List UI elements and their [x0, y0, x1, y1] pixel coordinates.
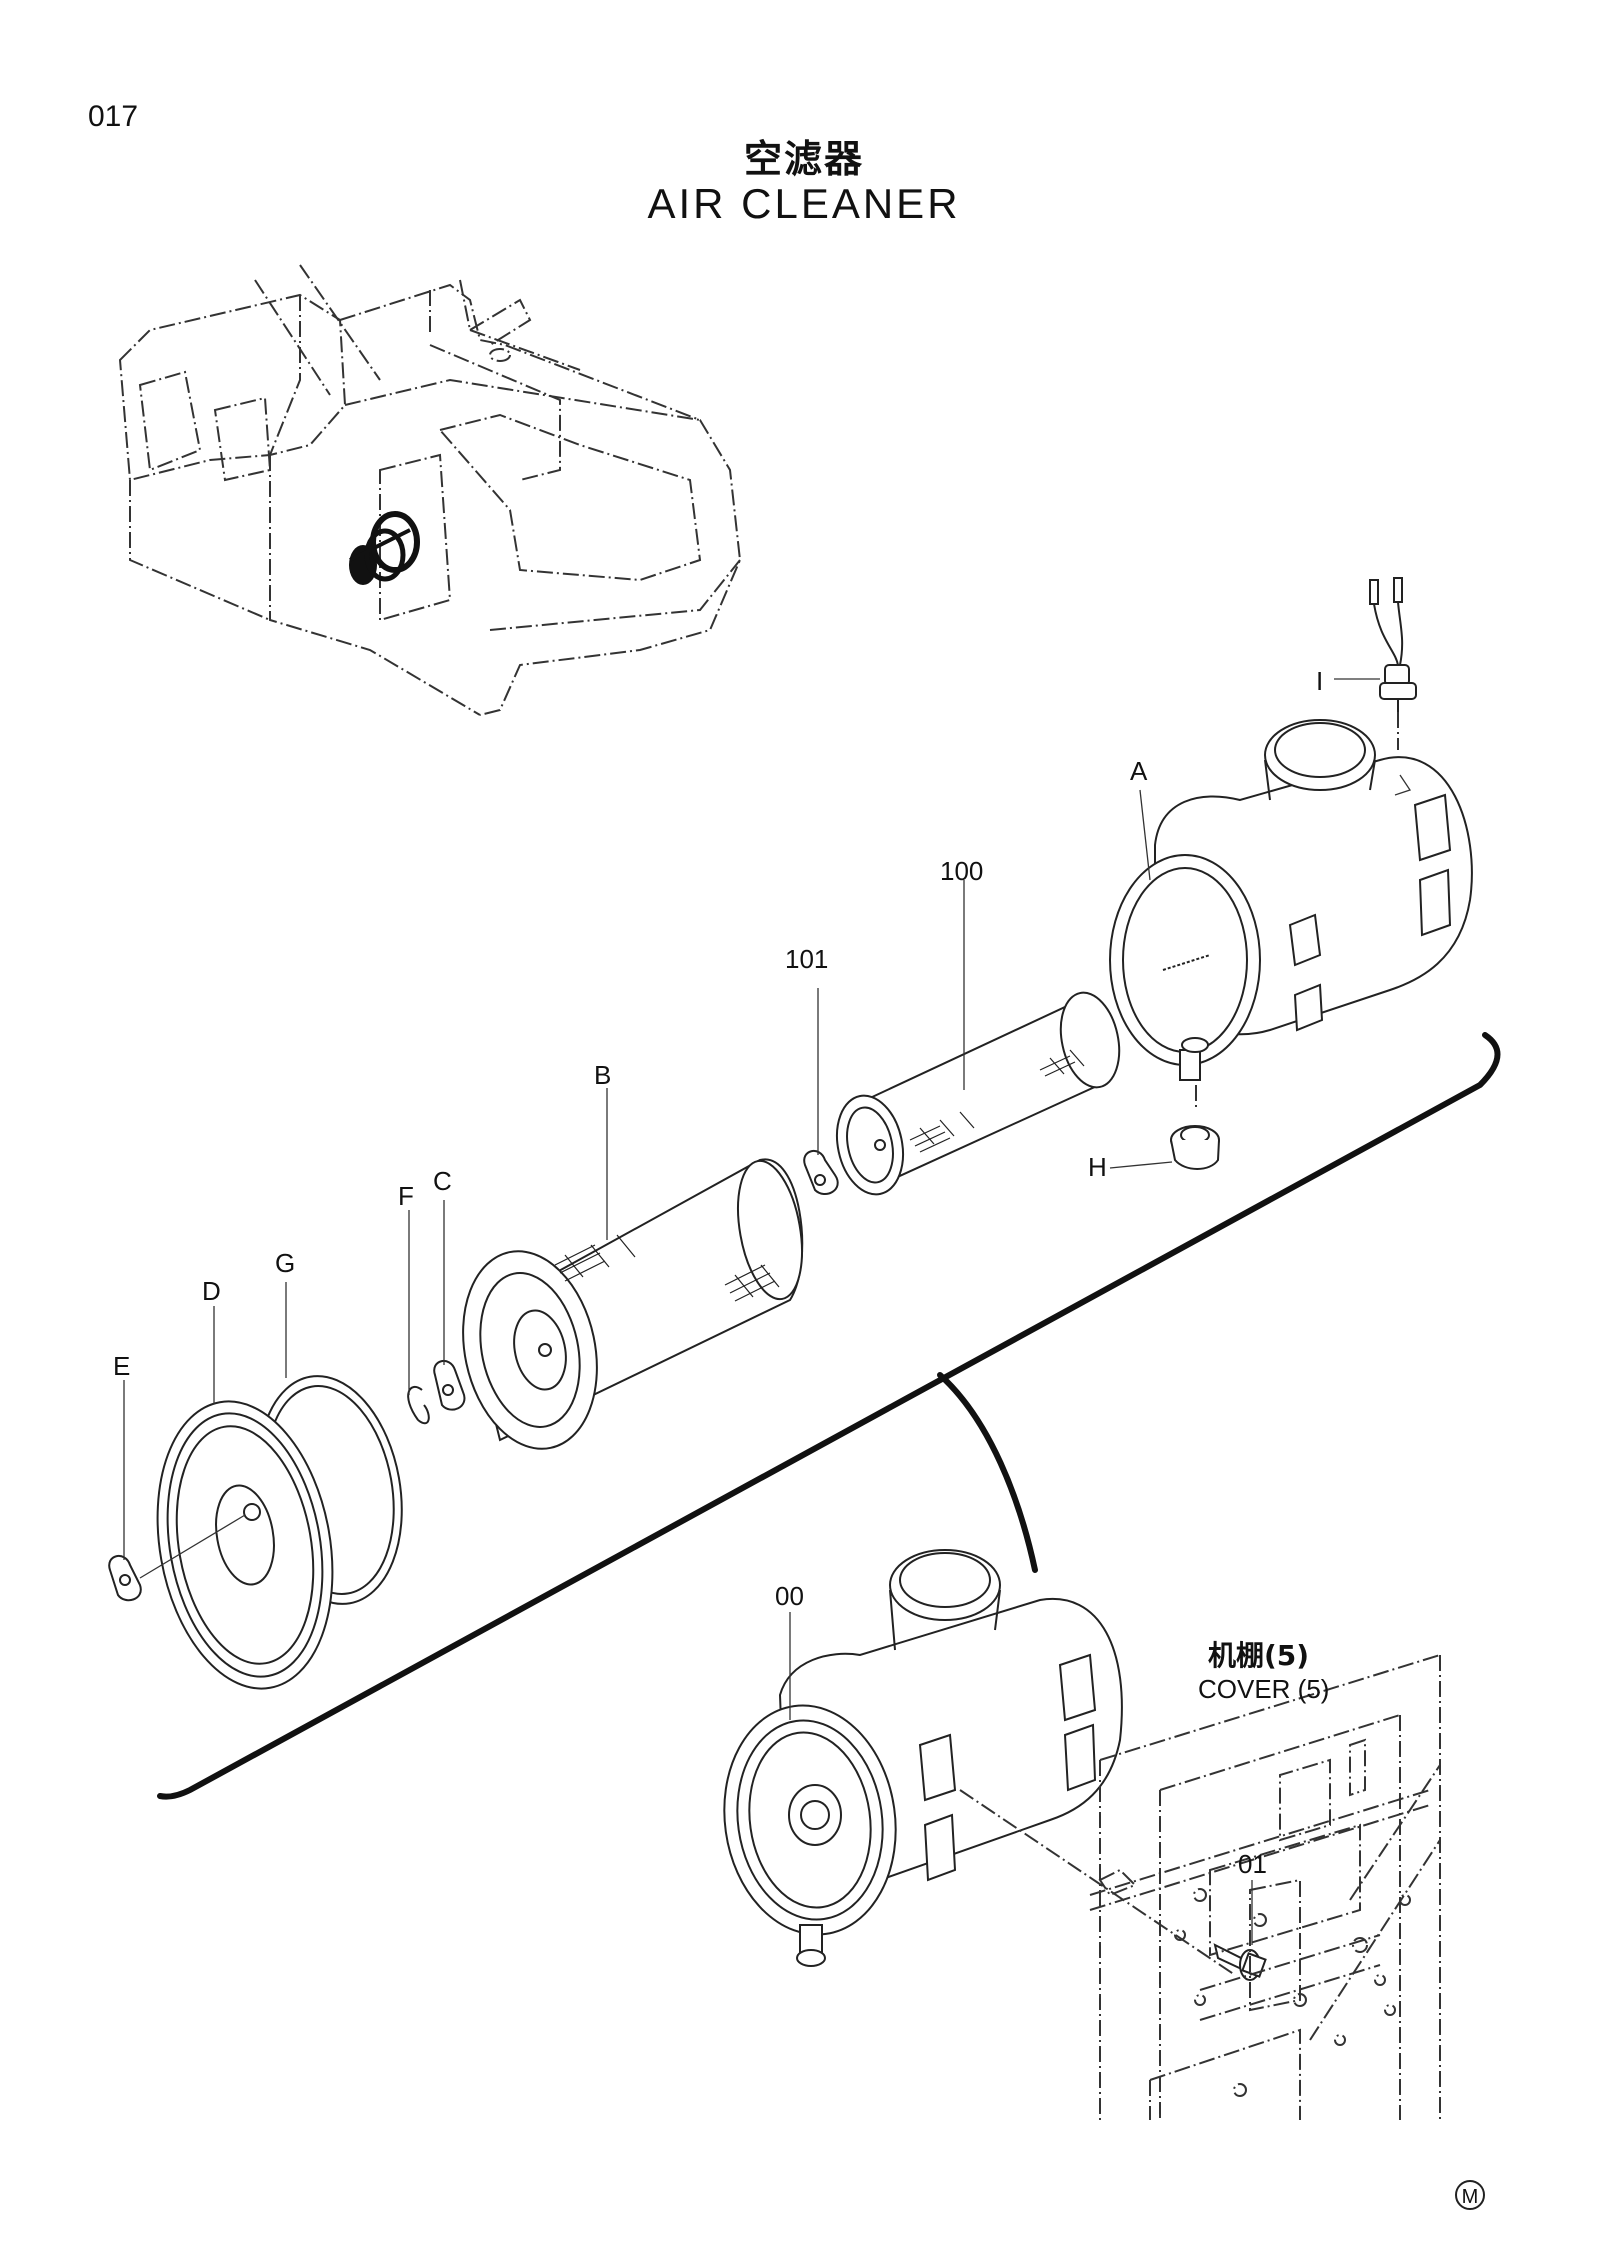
page-title: AIR CLEANER [647, 180, 961, 227]
part-100-safety-element [836, 991, 1121, 1196]
part-c-wing-nut [433, 1360, 466, 1411]
section-divider-arc [937, 1372, 1038, 1573]
callout-00: 00 [775, 1581, 804, 1611]
callout-b: B [594, 1060, 611, 1090]
callout-a: A [1130, 756, 1148, 786]
callout-f: F [398, 1181, 414, 1211]
page-title-chinese: 空滤器 [743, 137, 864, 181]
callout-01: 01 [1238, 1849, 1267, 1879]
part-b-primary-element [462, 1158, 804, 1450]
callout-101: 101 [785, 944, 828, 974]
callout-d: D [202, 1276, 221, 1306]
cover-frame [1089, 1654, 1441, 2120]
cover-label-chinese: 机棚(5) [1208, 1639, 1309, 1672]
part-00-air-cleaner-assy [723, 1549, 1123, 1967]
m-mark-circle [1455, 2180, 1485, 2210]
part-f-clip-ring [407, 1385, 430, 1425]
callout-100: 100 [940, 856, 983, 886]
page-number: 017 [88, 100, 139, 133]
m-mark: M [1462, 2186, 1479, 2208]
part-a-air-cleaner-body [1109, 719, 1473, 1081]
part-101-wing-nut [803, 1150, 839, 1195]
callout-i: I [1316, 666, 1323, 696]
callout-g: G [275, 1248, 295, 1278]
part-d-dust-cover [156, 1400, 334, 1690]
callout-h: H [1088, 1152, 1107, 1182]
part-e-wing-nut [108, 1555, 142, 1602]
part-i-indicator-switch [1369, 577, 1417, 712]
callout-c: C [433, 1166, 452, 1196]
callout-e: E [113, 1351, 130, 1381]
cover-label: COVER (5) [1198, 1674, 1329, 1704]
part-h-dust-valve [1170, 1125, 1220, 1170]
excavator-location-view [118, 264, 742, 716]
section-divider [157, 1032, 1501, 1800]
